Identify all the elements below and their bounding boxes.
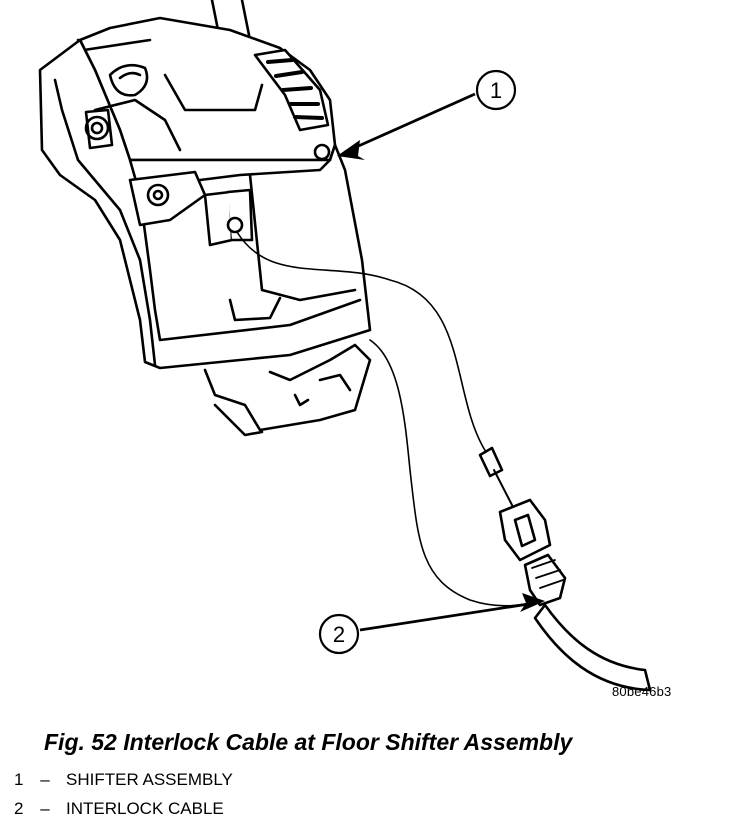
legend-number: 2 [14,799,24,818]
bolt [146,183,170,207]
legend-label: SHIFTER ASSEMBLY [66,770,233,789]
shifter-diagram: 1 2 [38,0,652,692]
bolt [84,115,110,141]
legend-dash: – [40,770,50,789]
cable-connector [498,498,552,562]
image-code: 80be46b3 [612,684,672,699]
callout-number: 2 [333,622,345,647]
callout-number: 1 [490,78,502,103]
bolt [313,143,331,161]
legend: 1–SHIFTER ASSEMBLY 2–INTERLOCK CABLE [14,765,233,823]
legend-label: INTERLOCK CABLE [66,799,224,818]
mounting-bracket [203,343,372,432]
callout-1: 1 [337,69,517,160]
interlock-cable-wire [236,231,489,456]
interlock-solenoid [203,190,234,247]
figure-caption: Fig. 52 Interlock Cable at Floor Shifter… [44,729,573,755]
legend-number: 1 [14,770,24,789]
legend-item: 2–INTERLOCK CABLE [14,794,233,823]
callout-2: 2 [318,593,545,655]
legend-dash: – [40,799,50,818]
legend-item: 1–SHIFTER ASSEMBLY [14,765,233,794]
cable-sheath [533,603,652,692]
